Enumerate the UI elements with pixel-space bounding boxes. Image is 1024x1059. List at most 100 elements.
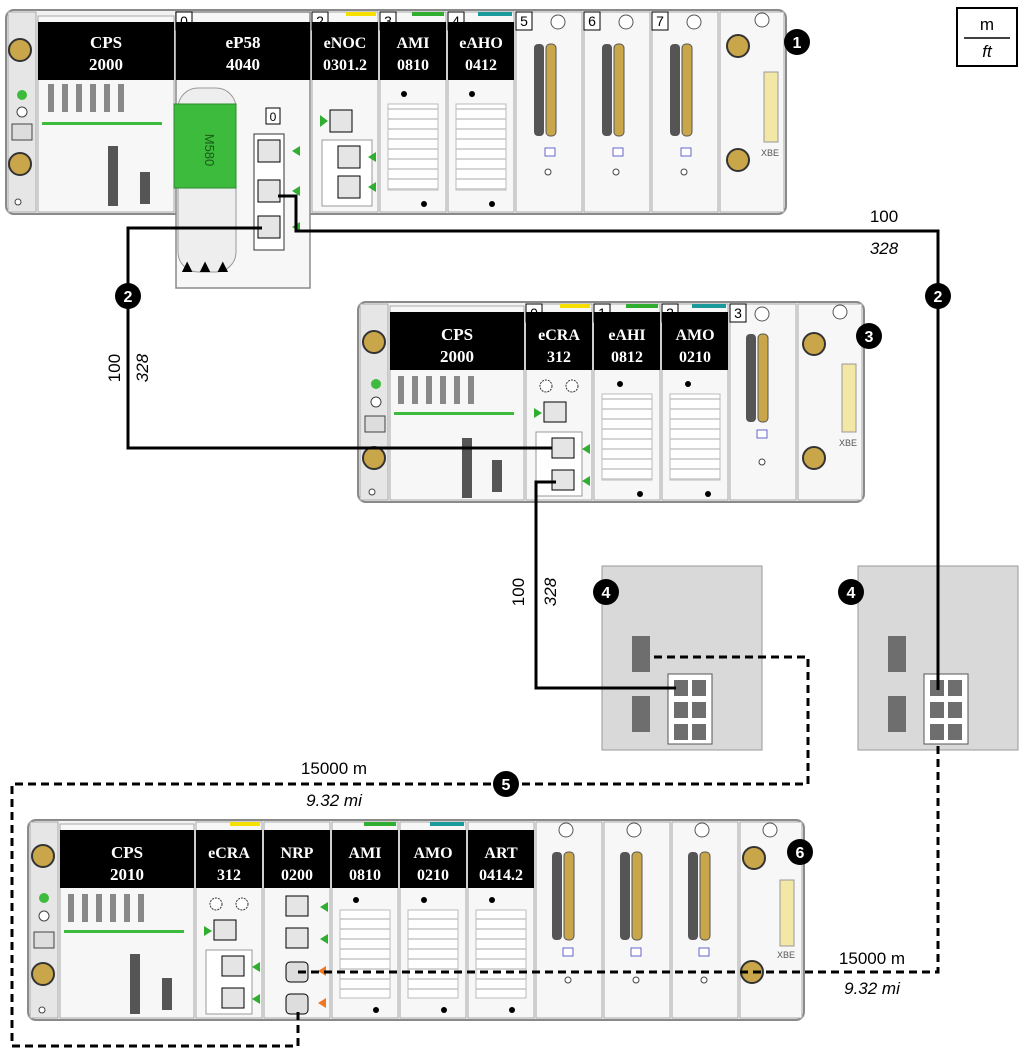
slot-number: 2	[316, 13, 324, 29]
module-empty-slot-5: 5	[515, 11, 583, 213]
module-code: 2000	[440, 347, 474, 366]
callout-2-right: 2	[934, 289, 943, 306]
ethernet-port-icon	[257, 139, 281, 163]
power-led-icon	[371, 379, 381, 389]
mount-screw-icon	[31, 962, 55, 986]
xbe-label: XBE	[761, 148, 779, 158]
ethernet-port-icon	[213, 919, 237, 941]
cpu-card-text: M580	[202, 134, 217, 167]
rack-extender-xbe: XBE	[797, 303, 863, 501]
module-name: AMI	[349, 845, 382, 862]
dual-ring-switch-right: 4	[838, 565, 1019, 751]
callout-6: 6	[796, 845, 805, 862]
fiber-port-icon	[285, 961, 309, 983]
power-led-icon	[39, 893, 49, 903]
mount-screw-icon	[31, 844, 55, 868]
cable-length-imperial: 328	[133, 353, 152, 382]
slot-number: 0	[180, 13, 188, 29]
cable-length-metric: 100	[870, 207, 898, 226]
cable-length-imperial: 328	[541, 577, 560, 606]
mount-screw-icon	[802, 446, 826, 470]
ethernet-port-icon	[543, 401, 567, 423]
module-code: 0200	[281, 867, 313, 884]
ethernet-port-icon	[329, 109, 353, 133]
cable-length-metric: 15000 m	[301, 759, 367, 778]
module-amo-0210: AMO 0210	[399, 821, 467, 1019]
cable-length-metric: 100	[105, 354, 124, 382]
mount-screw-icon	[362, 330, 386, 354]
module-name: eP58	[226, 33, 261, 52]
cable-length-imperial: 9.32 mi	[844, 979, 901, 998]
module-enoc-0301-2: 2 eNOC 0301.2	[311, 11, 379, 213]
ethernet-port-icon	[221, 987, 245, 1009]
module-code: 0812	[611, 349, 643, 366]
module-nrp-0200: NRP 0200	[263, 821, 331, 1019]
module-name: AMO	[413, 845, 452, 862]
module-art-0414-2: ART 0414.2	[467, 821, 535, 1019]
module-name: CPS	[111, 843, 143, 862]
fiber-cable-left	[10, 655, 810, 1048]
module-ami-0810: AMI 0810	[331, 821, 399, 1019]
module-name: eAHO	[459, 35, 503, 52]
power-led-icon	[17, 90, 27, 100]
cable-length-metric: 15000 m	[839, 949, 905, 968]
callout-4: 4	[602, 585, 611, 602]
ethernet-port-icon	[551, 469, 575, 491]
ground-icon	[16, 106, 28, 118]
module-code: 4040	[226, 55, 260, 74]
copper-cables	[126, 194, 940, 690]
module-empty-slot	[671, 821, 739, 1019]
slot-number: 7	[656, 13, 664, 29]
module-eaho-0412: 4 eAHO 0412	[447, 11, 515, 213]
unit-legend: m ft	[956, 7, 1018, 67]
module-empty-slot-7: 7	[651, 11, 719, 213]
module-ep58-4040: 0 eP58 4040 M580 ▲▲▲ 0	[173, 11, 311, 289]
rack-main-local: CPS 2000 0 eP58 4040 M580 ▲▲▲ 0	[5, 9, 810, 289]
module-code: 0810	[397, 57, 429, 74]
mount-screw-icon	[8, 38, 32, 62]
module-code: 2000	[89, 55, 123, 74]
rack-remote-ring: CPS 2000 0 eCRA 312	[357, 301, 882, 503]
mount-screw-icon	[362, 446, 386, 470]
module-name: eCRA	[208, 845, 250, 862]
slot-number: 3	[734, 305, 742, 321]
module-code: 312	[547, 349, 571, 366]
mount-screw-icon	[8, 152, 32, 176]
callout-4: 4	[847, 585, 856, 602]
slot-number: 3	[384, 13, 392, 29]
mount-screw-icon	[742, 846, 766, 870]
module-eahi-0812: 1 eAHI 0812	[593, 303, 661, 501]
fiber-cables	[10, 655, 940, 1048]
module-code: 0810	[349, 867, 381, 884]
slot-number: 6	[588, 13, 596, 29]
cable-length-imperial: 9.32 mi	[306, 791, 363, 810]
copper-cable-left	[126, 226, 552, 450]
module-name: CPS	[441, 325, 473, 344]
callout-5: 5	[502, 777, 511, 794]
legend-metric: m	[980, 15, 994, 34]
module-code: 312	[217, 867, 241, 884]
module-ecra-312: eCRA 312	[195, 821, 263, 1019]
module-code: 0210	[417, 867, 449, 884]
fiber-port-icon	[285, 993, 309, 1015]
mount-screw-icon	[726, 148, 750, 172]
rack-extender-xbe: XBE	[719, 11, 785, 213]
cable-labels: 2 100 328 100 328 2 100 328 15000 m 9.32…	[105, 207, 951, 998]
ethernet-port-icon	[285, 895, 309, 917]
module-empty-slot-6: 6	[583, 11, 651, 213]
legend-imperial: ft	[982, 42, 993, 61]
callout-3: 3	[865, 329, 874, 346]
memory-card-icon	[173, 103, 237, 189]
module-cps-2010: CPS 2010	[59, 823, 195, 1019]
xbe-label: XBE	[839, 438, 857, 448]
ethernet-port-icon	[221, 955, 245, 977]
module-code: 2010	[110, 865, 144, 884]
slot-number: 5	[520, 13, 528, 29]
module-name: CPS	[90, 33, 122, 52]
ethernet-port-icon	[285, 927, 309, 949]
module-name: AMO	[675, 327, 714, 344]
cable-length-imperial: 328	[870, 239, 899, 258]
module-code: 0414.2	[479, 867, 523, 884]
cable-length-metric: 100	[509, 578, 528, 606]
